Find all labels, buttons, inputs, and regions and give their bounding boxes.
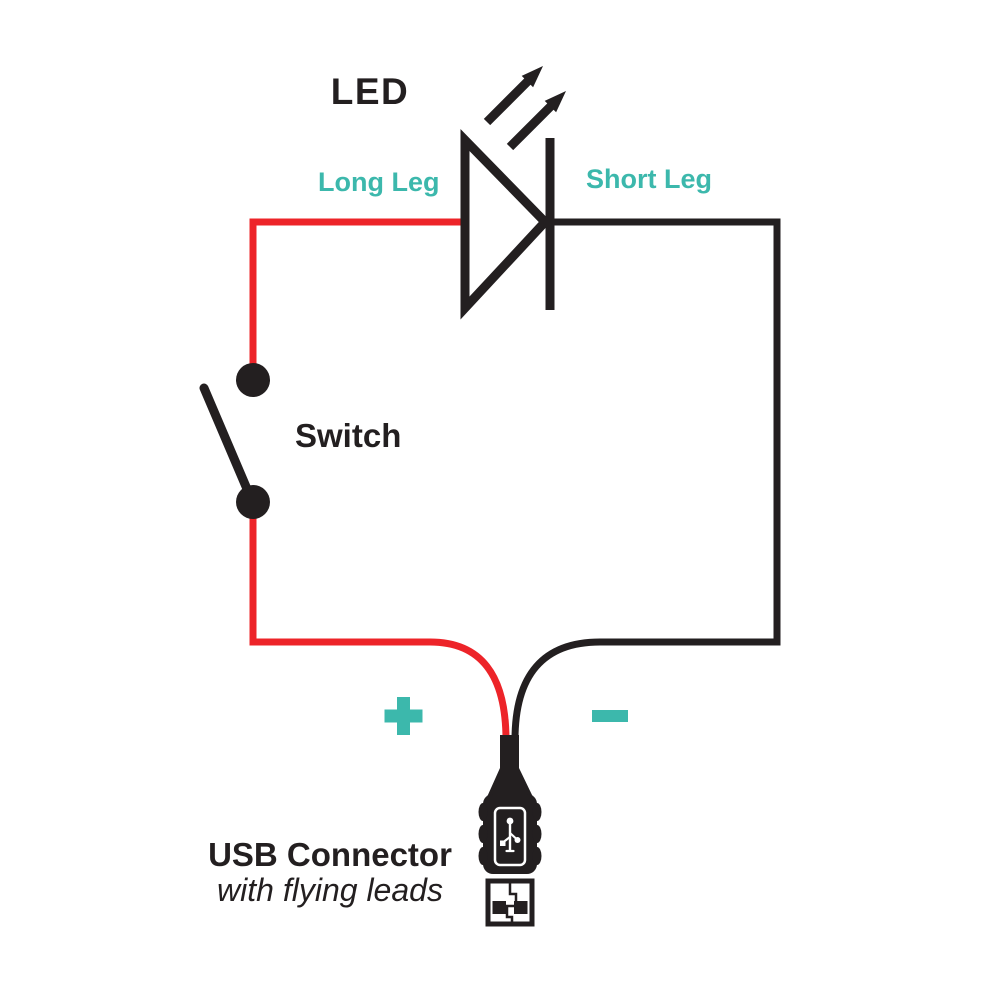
usb-connector-label: USB Connector	[208, 836, 452, 873]
light-arrow-1-head	[521, 66, 543, 88]
usb-strain-relief	[487, 768, 533, 797]
usb-contact-right	[514, 901, 528, 914]
light-arrow-2-head	[544, 91, 566, 113]
red-wire-lower-segment	[249, 502, 510, 741]
led-label: LED	[331, 71, 410, 112]
usb-plug-seam	[505, 883, 518, 922]
light-arrow-1-shaft	[483, 76, 533, 126]
switch-top-contact	[236, 363, 270, 397]
usb-trident-icon	[500, 817, 521, 853]
led-triangle	[460, 128, 552, 320]
short-leg-label: Short Leg	[586, 164, 712, 194]
switch-bottom-contact	[236, 485, 270, 519]
light-arrow-2-shaft	[506, 101, 556, 151]
usb-connector	[478, 735, 542, 927]
negative-black-wire	[511, 218, 781, 741]
usb-cable-stem	[500, 735, 519, 773]
positive-red-wire	[249, 218, 510, 741]
minus-sign	[592, 710, 628, 722]
long-leg-label: Long Leg	[318, 167, 439, 197]
switch-label: Switch	[295, 417, 401, 454]
red-wire-upper-segment	[249, 218, 465, 380]
black-wire-path	[511, 218, 781, 741]
switch-lever	[199, 383, 255, 501]
usb-contact-left	[492, 901, 506, 914]
plus-sign	[384, 697, 423, 735]
light-emission-arrows-icon	[483, 66, 566, 151]
led-symbol	[460, 66, 566, 320]
usb-connector-sublabel: with flying leads	[217, 872, 443, 908]
usb-body-ribs	[478, 803, 542, 865]
switch-symbol	[199, 363, 270, 519]
usb-inset-panel	[493, 806, 527, 867]
